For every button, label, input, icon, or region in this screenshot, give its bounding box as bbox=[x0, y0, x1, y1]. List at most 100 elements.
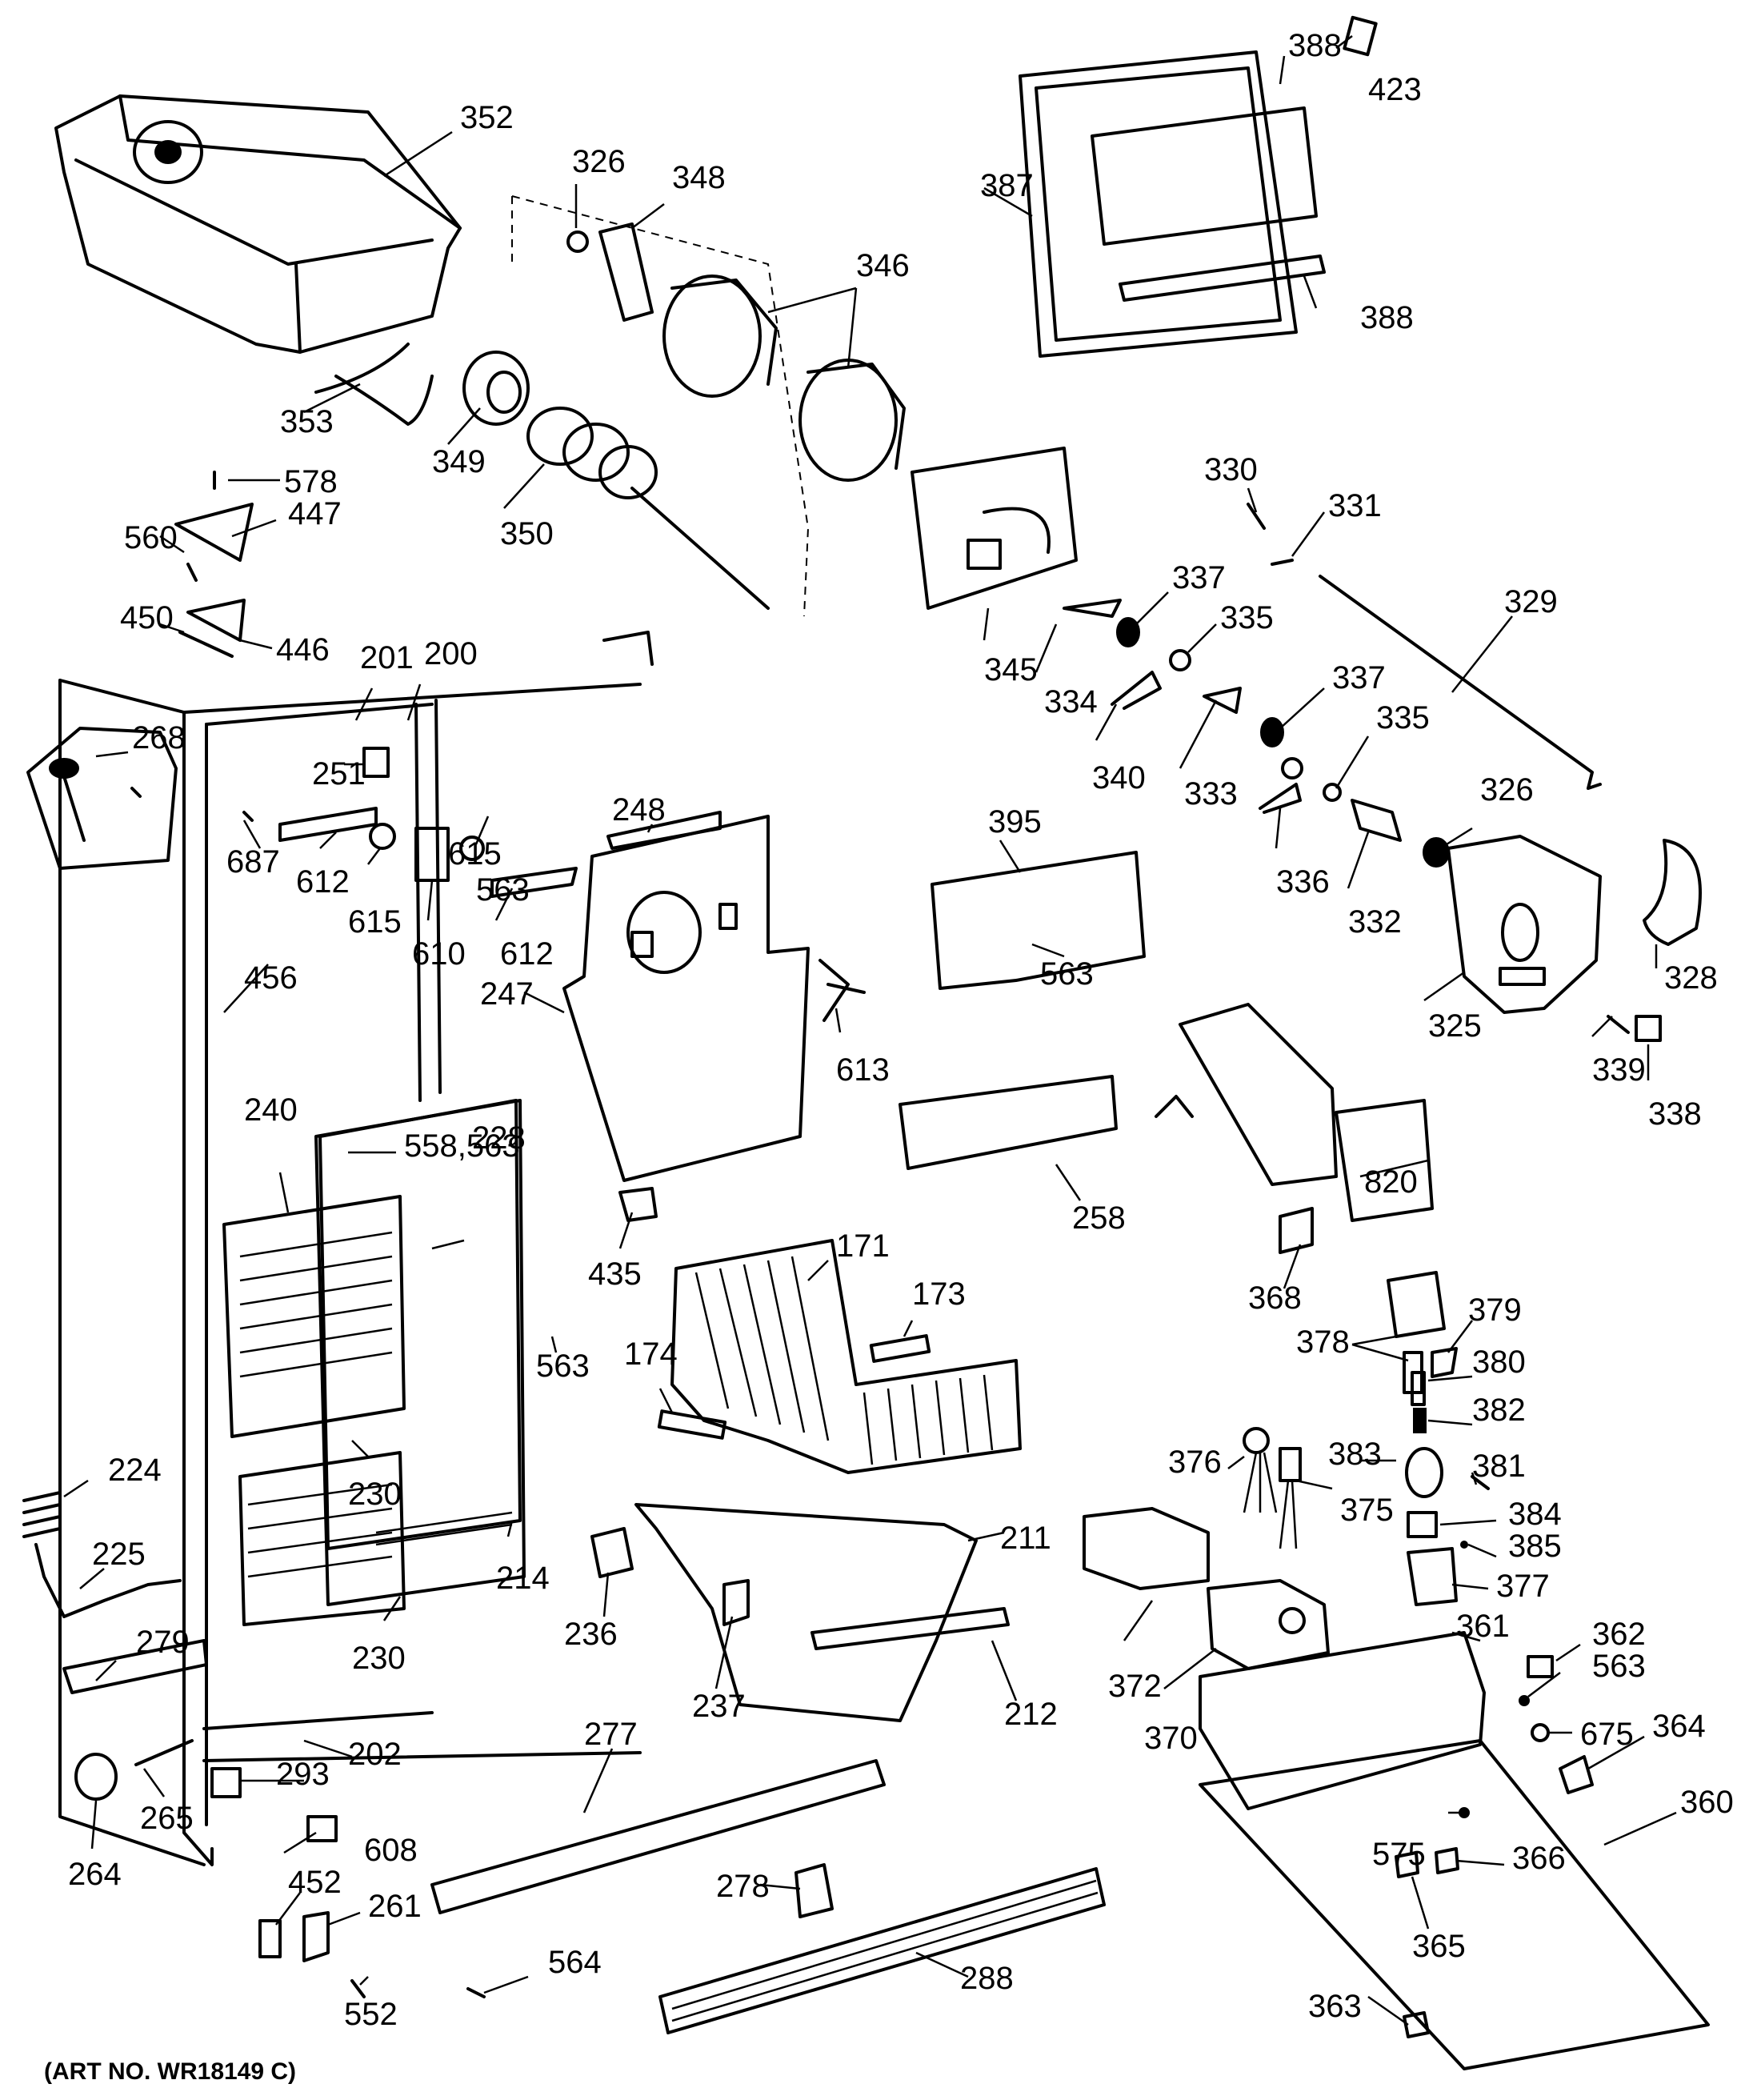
part-label: 335 bbox=[1376, 700, 1430, 735]
leader-lines bbox=[63, 35, 1677, 2026]
part-278 bbox=[794, 1863, 834, 1918]
screw-564 bbox=[466, 1987, 486, 1998]
evaporator-228 bbox=[222, 1099, 526, 1626]
part-label: 675 bbox=[1580, 1717, 1634, 1752]
part-339 bbox=[1607, 1015, 1630, 1034]
part-label: 352 bbox=[460, 100, 514, 135]
part-label: 450 bbox=[120, 600, 174, 635]
ice-maker-820 bbox=[1155, 1003, 1434, 1222]
part-label: 385 bbox=[1508, 1529, 1562, 1564]
part-label: 333 bbox=[1184, 776, 1238, 812]
part-label: 336 bbox=[1276, 864, 1330, 900]
part-label: 376 bbox=[1168, 1445, 1222, 1480]
part-label: 264 bbox=[68, 1857, 122, 1892]
wire-basket-171 bbox=[670, 1239, 1022, 1474]
part-label: 363 bbox=[1308, 1989, 1362, 2024]
part-label: 346 bbox=[856, 248, 910, 283]
part-label: 261 bbox=[368, 1889, 422, 1924]
part-label: 293 bbox=[276, 1757, 330, 1792]
part-label: 265 bbox=[140, 1801, 194, 1836]
part-328 bbox=[1643, 839, 1702, 946]
part-label: 366 bbox=[1512, 1841, 1566, 1876]
part-label: 560 bbox=[124, 520, 178, 555]
part-label: 174 bbox=[624, 1337, 678, 1372]
part-label: 334 bbox=[1044, 684, 1098, 719]
pan-211 bbox=[634, 1503, 1010, 1722]
part-label: 360 bbox=[1680, 1785, 1734, 1820]
part-label: 171 bbox=[836, 1228, 890, 1264]
part-label: 563 bbox=[1592, 1649, 1646, 1684]
part-label: 362 bbox=[1592, 1617, 1646, 1652]
fan-blade-613 bbox=[818, 959, 866, 1022]
part-label: 383 bbox=[1328, 1437, 1382, 1472]
tube-225 bbox=[34, 1543, 182, 1618]
coupler-349 bbox=[462, 351, 530, 426]
part-label: 211 bbox=[1000, 1521, 1051, 1556]
part-label: 558,563 bbox=[404, 1128, 520, 1164]
part-label: 378 bbox=[1296, 1325, 1350, 1360]
spring-224 bbox=[22, 1491, 62, 1538]
part-label: 258 bbox=[1072, 1200, 1126, 1236]
part-label: 382 bbox=[1472, 1393, 1526, 1428]
part-label: 230 bbox=[348, 1477, 402, 1512]
part-label: 325 bbox=[1428, 1008, 1482, 1044]
part-423 bbox=[1343, 15, 1378, 57]
part-label: 335 bbox=[1220, 600, 1274, 635]
part-label: 337 bbox=[1172, 560, 1226, 595]
part-label: 365 bbox=[1412, 1929, 1466, 1964]
solenoid-parts bbox=[1387, 1271, 1490, 1606]
mechanism-parts bbox=[1063, 503, 1450, 868]
part-338 bbox=[1635, 1015, 1662, 1042]
part-label: 237 bbox=[692, 1689, 746, 1724]
rail-279 bbox=[62, 1639, 208, 1694]
part-label: 330 bbox=[1204, 452, 1258, 487]
part-label: 615 bbox=[448, 836, 502, 872]
part-label: 328 bbox=[1664, 960, 1718, 996]
part-173 bbox=[869, 1334, 931, 1363]
part-label: 353 bbox=[280, 404, 334, 439]
part-376 bbox=[1243, 1427, 1278, 1513]
part-label: 456 bbox=[244, 960, 298, 996]
part-label: 277 bbox=[584, 1717, 638, 1752]
part-label: 348 bbox=[672, 160, 726, 195]
part-label: 214 bbox=[496, 1561, 550, 1596]
part-552 bbox=[350, 1979, 366, 1998]
part-label: 452 bbox=[288, 1865, 342, 1900]
part-265 bbox=[134, 1739, 194, 1766]
part-label: 201 bbox=[360, 640, 414, 675]
part-label: 247 bbox=[480, 976, 534, 1012]
part-label: 608 bbox=[364, 1833, 418, 1868]
part-label: 377 bbox=[1496, 1569, 1550, 1604]
part-label: 615 bbox=[348, 904, 402, 940]
part-label: 339 bbox=[1592, 1052, 1646, 1088]
part-375 bbox=[1279, 1447, 1302, 1549]
part-label: 200 bbox=[424, 636, 478, 671]
small-hardware bbox=[1395, 1655, 1594, 2038]
part-label: 423 bbox=[1368, 72, 1422, 107]
part-label: 331 bbox=[1328, 488, 1382, 523]
bracket-368 bbox=[1279, 1207, 1314, 1254]
part-label: 236 bbox=[564, 1617, 618, 1652]
part-label: 563 bbox=[536, 1349, 590, 1384]
cover-372 bbox=[1083, 1507, 1210, 1590]
part-label: 388 bbox=[1288, 28, 1342, 63]
rod-329 bbox=[1319, 575, 1602, 790]
dispenser-door-387 bbox=[1019, 50, 1326, 358]
part-293 bbox=[210, 1767, 242, 1798]
part-label: 248 bbox=[612, 792, 666, 828]
part-label: 575 bbox=[1372, 1837, 1426, 1872]
part-label: 612 bbox=[500, 936, 554, 972]
auger-350 bbox=[526, 407, 770, 610]
part-label: 337 bbox=[1332, 660, 1386, 695]
part-label: 578 bbox=[284, 464, 338, 499]
part-237 bbox=[722, 1579, 750, 1626]
dashed-outline bbox=[511, 195, 810, 617]
part-label: 388 bbox=[1360, 300, 1414, 335]
part-label: 278 bbox=[716, 1869, 770, 1904]
part-label: 329 bbox=[1504, 584, 1558, 619]
part-264 bbox=[74, 1753, 118, 1801]
rail-277 bbox=[430, 1759, 886, 1914]
part-label: 338 bbox=[1648, 1096, 1702, 1132]
part-label: 173 bbox=[912, 1276, 966, 1312]
crusher-346 bbox=[662, 275, 906, 482]
